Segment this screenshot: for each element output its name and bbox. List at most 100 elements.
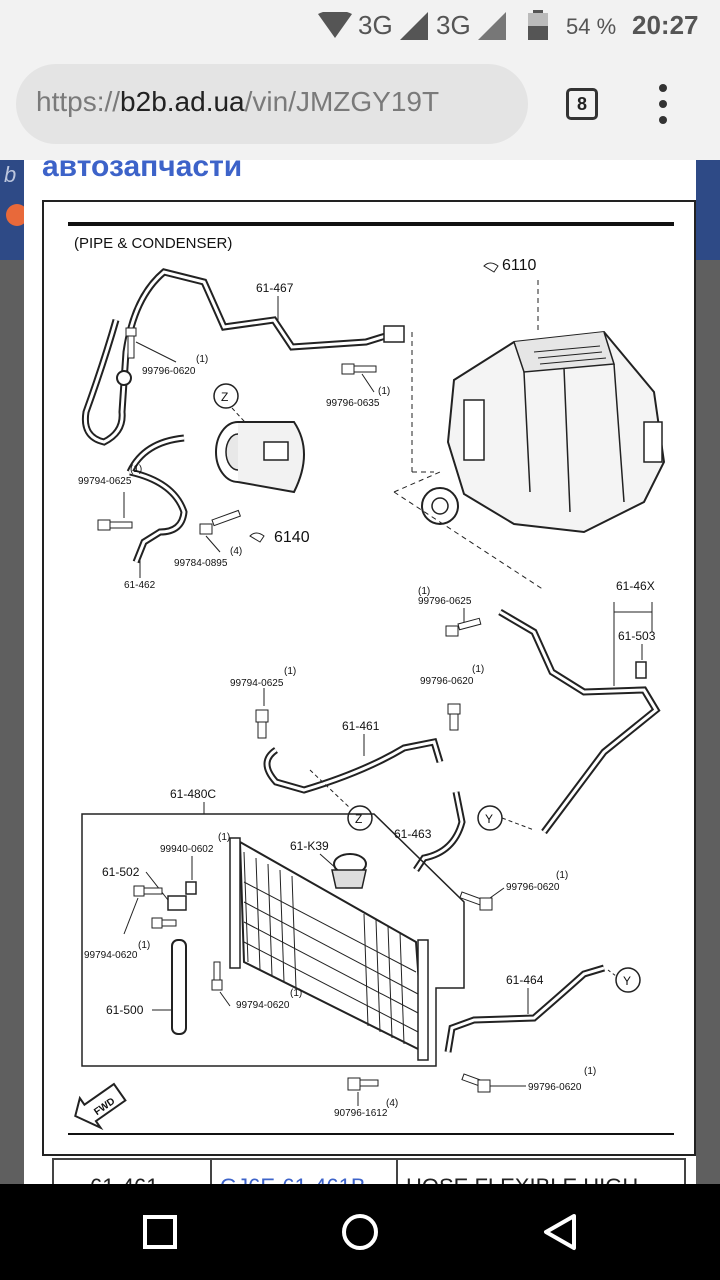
label-qty: (1) [378,386,390,397]
network-signal-icon [478,12,506,40]
banner-logo-dot [6,204,28,226]
label-qty: (1) [556,870,568,881]
address-bar[interactable]: https://b2b.ad.ua/vin/JMZGY19T [16,64,528,144]
label-6110: 6110 [502,257,537,274]
home-icon[interactable] [340,1212,380,1252]
bracket-icon [167,895,187,911]
bolt-icon [347,1077,379,1091]
parts-diagram[interactable]: (PIPE & CONDENSER) 61-467 (1) 99796-0620… [42,200,696,1156]
label-z-bottom: Z [355,812,362,826]
label-99796-0625: 99796-0625 [418,596,472,607]
url-scheme: https:// [36,86,121,117]
diagram-title: (PIPE & CONDENSER) [74,235,232,252]
compressor-drawing [215,421,305,494]
page-content: b автозапчасти (PIPE & CONDENSER) 61-467 [0,150,720,1198]
label-61-500: 61-500 [106,1003,144,1017]
hand-pointer-icon [483,262,499,273]
url-text[interactable]: https://b2b.ad.ua/vin/JMZGY19T [36,86,516,118]
label-99794-0620: 99794-0620 [236,1000,290,1011]
battery-icon [528,10,548,40]
bolt-icon [211,961,223,991]
background-banner-right [696,160,720,260]
bolt-icon [125,327,137,359]
nut-icon [185,881,197,895]
label-y-mid: Y [485,812,493,826]
modal-card: автозапчасти (PIPE & CONDENSER) 61-467 (… [24,150,696,1198]
label-99796-0620: 99796-0620 [142,366,196,377]
bolt-icon [133,885,163,897]
bolt-icon [445,617,482,637]
clock: 20:27 [632,10,699,40]
label-qty: (1) [472,664,484,675]
label-z-top: Z [221,390,228,404]
label-99794-0625: 99794-0625 [230,678,284,689]
label-qty: (1) [418,586,430,597]
banner-letter: b [4,162,17,187]
bolt-icon [447,703,461,731]
label-qty: (1) [284,666,296,677]
label-61-467: 61-467 [256,281,294,295]
label-6140: 6140 [274,529,310,546]
diagram-svg: (PIPE & CONDENSER) 61-467 (1) 99796-0620… [68,222,674,1135]
receiver-drier [171,939,187,1035]
bolt-icon [459,891,493,911]
back-icon[interactable] [540,1212,580,1252]
android-nav-bar [0,1184,720,1280]
label-99796-0620: 99796-0620 [420,676,474,687]
browser-toolbar: https://b2b.ad.ua/vin/JMZGY19T 8 [0,52,720,160]
page-heading: автозапчасти [42,150,243,183]
label-qty: (1) [138,940,150,951]
condenser-drawing [229,837,429,1061]
bolt-icon [341,363,377,375]
overflow-menu-button[interactable] [648,82,678,126]
network-type-1: 3G [358,10,393,40]
url-domain: b2b.ad.ua [120,86,245,117]
table-divider [396,1160,398,1198]
label-61-502: 61-502 [102,865,140,879]
label-99796-0635: 99796-0635 [326,398,380,409]
label-61-461: 61-461 [342,719,380,733]
label-99794-0620: 99794-0620 [84,950,138,961]
hand-pointer-icon [249,532,265,543]
wifi-signal-icon [318,12,352,38]
fwd-arrow-icon: FWD [74,1082,127,1131]
bolt-icon [151,917,177,929]
label-61-503: 61-503 [618,629,656,643]
label-99794-0625: 99794-0625 [78,476,132,487]
label-qty: (1) [218,832,230,843]
label-qty: (1) [196,354,208,365]
recents-icon[interactable] [142,1214,178,1250]
bracket-drawing [331,853,367,889]
bolt-icon [461,1073,491,1093]
label-61-462: 61-462 [124,580,156,591]
background-banner-left: b [0,160,28,260]
label-61-464: 61-464 [506,973,544,987]
battery-percent: 54 % [566,14,617,39]
label-qty: (4) [230,546,242,557]
label-61-46X: 61-46X [616,579,655,593]
label-qty: (1) [290,988,302,999]
heater-unit-drawing [421,330,666,534]
label-qty: (1) [130,464,142,475]
label-qty: (4) [386,1098,398,1109]
bolt-icon [97,519,133,531]
label-99940-0602: 99940-0602 [160,844,214,855]
url-path: /vin/JMZGY19T [244,86,440,117]
label-61-463: 61-463 [394,827,432,841]
table-divider [210,1160,212,1198]
pressure-switch-icon [635,661,647,679]
label-90796-1612: 90796-1612 [334,1108,388,1119]
network-type-2: 3G [436,10,471,40]
label-99784-0895: 99784-0895 [174,558,228,569]
label-qty: (1) [584,1066,596,1077]
label-61-K39: 61-K39 [290,839,329,853]
network-signal-icon [400,12,428,40]
label-61-480C: 61-480C [170,787,216,801]
label-99796-0620: 99796-0620 [506,882,560,893]
status-bar: 3G 3G 54 % 20:27 [0,0,720,52]
label-y-bottom: Y [623,974,631,988]
bolt-icon [199,509,242,535]
tab-switcher-button[interactable]: 8 [566,88,598,120]
bolt-icon [255,709,269,739]
label-99796-0620: 99796-0620 [528,1082,582,1093]
